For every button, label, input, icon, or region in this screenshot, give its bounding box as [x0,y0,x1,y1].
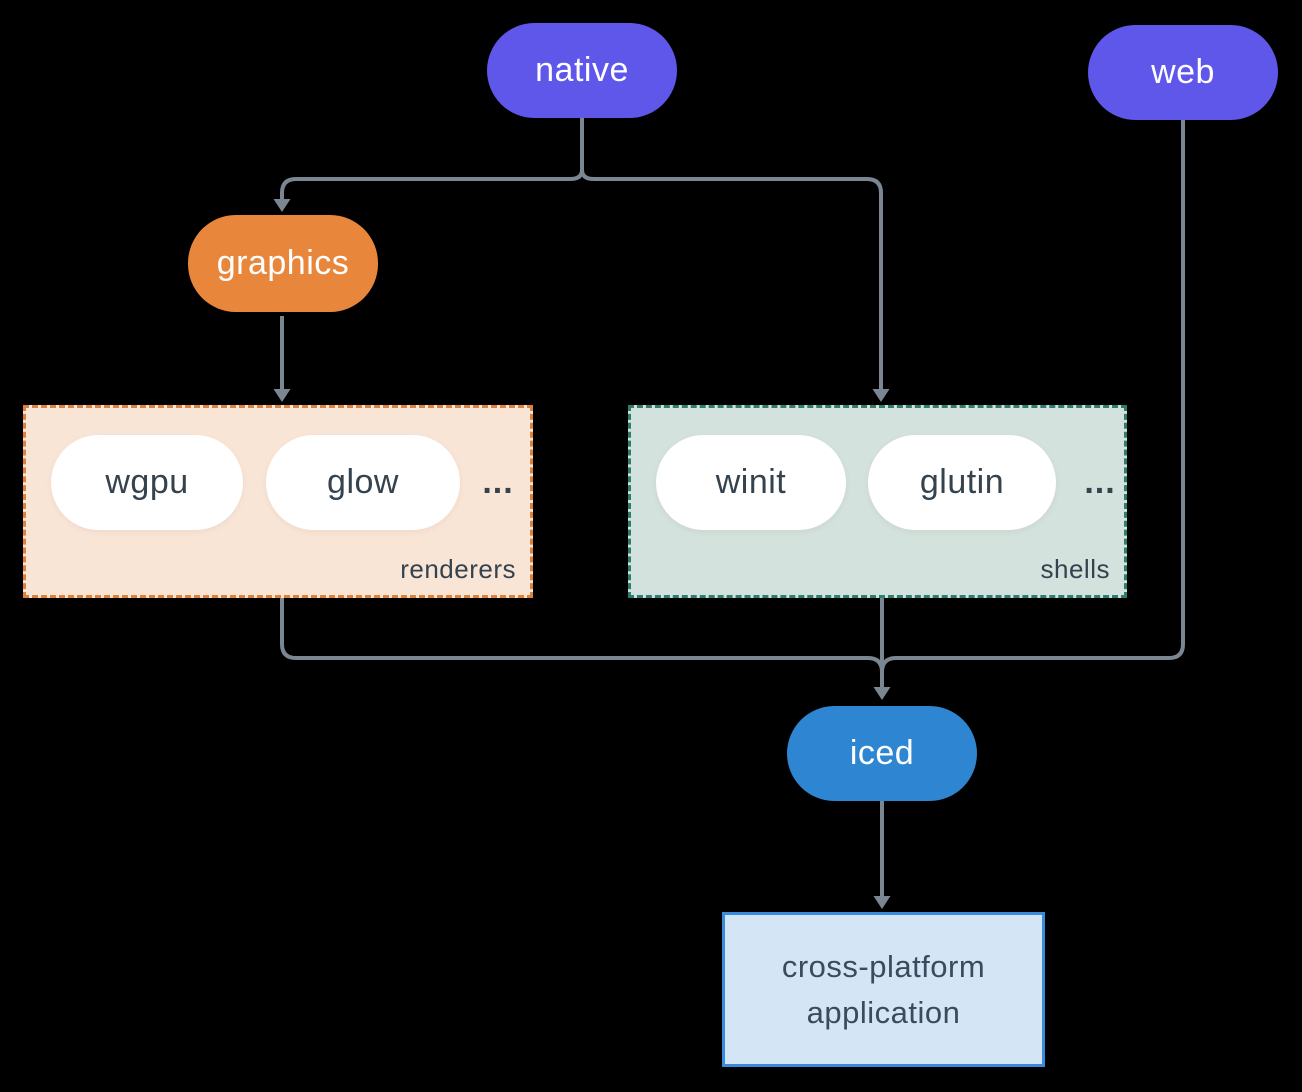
node-native: native [487,23,677,118]
renderers-ellipsis-label: ... [482,463,514,501]
node-glow-label: glow [327,463,399,501]
node-iced-label: iced [849,734,915,772]
node-wgpu-label: wgpu [105,463,189,501]
node-wgpu: wgpu [51,435,243,530]
application-label-line1: cross-platform [781,948,986,984]
arrowhead-shells [872,389,890,402]
node-graphics: graphics [188,215,378,312]
edge-native-to-graphics [280,169,584,199]
arrowhead-iced [873,687,891,700]
node-graphics-label: graphics [216,244,350,282]
node-native-label: native [535,51,629,89]
group-shells-label: shells [1040,554,1110,584]
node-winit-label: winit [715,463,787,501]
node-glutin: glutin [868,435,1056,530]
arrowhead-renderers [273,389,291,402]
shells-ellipsis-label: ... [1084,463,1116,501]
group-renderers-label: renderers [400,554,516,584]
node-web-label: web [1151,53,1215,91]
node-glow: glow [266,435,460,530]
node-web: web [1088,25,1278,120]
group-renderers: wgpu glow ... renderers [23,405,533,598]
application-label-line2: application [806,994,961,1030]
group-shells: winit glutin ... shells [628,405,1127,598]
edge-native-to-shells [580,169,883,389]
node-iced: iced [787,706,977,801]
arrowhead-graphics [273,199,291,212]
node-glutin-label: glutin [919,463,1005,501]
node-application: cross-platform application [722,912,1045,1067]
node-winit: winit [656,435,846,530]
arrowhead-application [873,896,891,909]
edge-renderers-to-merge [280,598,884,673]
